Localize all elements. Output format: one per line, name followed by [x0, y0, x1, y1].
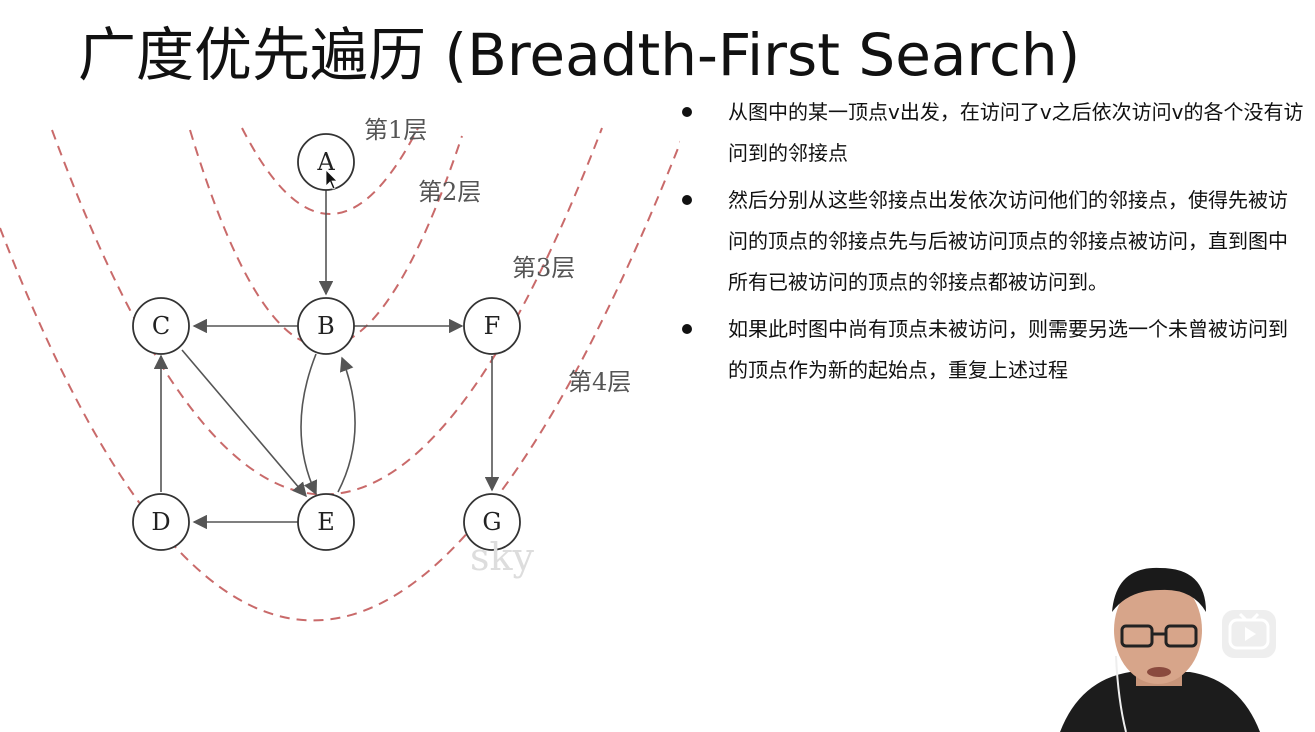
layer-label-4: 第4层 — [568, 368, 631, 396]
node-E: E — [297, 493, 355, 551]
layer-4-boundary — [0, 140, 680, 622]
edge-B-E — [300, 353, 318, 496]
edge-E-B — [337, 356, 356, 493]
node-C: C — [132, 297, 190, 355]
node-A: A — [297, 133, 355, 191]
bullet-item: 如果此时图中尚有顶点未被访问，则需要另选一个未曾被访问到的顶点作为新的起始点，重… — [676, 309, 1306, 391]
node-G: G — [463, 493, 521, 551]
svg-text:G: G — [482, 508, 501, 536]
layer-label-1: 第1层 — [364, 116, 427, 144]
bullet-list: 从图中的某一顶点v出发，在访问了v之后依次访问v的各个没有访问到的邻接点 然后分… — [676, 92, 1306, 397]
svg-text:A: A — [316, 148, 335, 176]
mouse-cursor-icon — [325, 169, 338, 190]
layer-label-3: 第3层 — [512, 254, 575, 282]
node-B: B — [297, 297, 355, 355]
node-F: F — [463, 297, 521, 355]
slide-title: 广度优先遍历 (Breadth-First Search) — [78, 21, 1081, 89]
layer-1-boundary — [241, 127, 419, 215]
bullet-dot-icon — [682, 324, 692, 334]
watermark-text: sky — [470, 535, 535, 579]
svg-text:E: E — [317, 508, 335, 536]
svg-text:C: C — [152, 312, 170, 340]
edge-C-E — [181, 349, 307, 498]
bullet-dot-icon — [682, 107, 692, 117]
bullet-dot-icon — [682, 195, 692, 205]
layer-2-boundary — [189, 129, 463, 348]
svg-text:F: F — [484, 312, 501, 340]
bfs-graph-diagram: A B C D E F G 第1层 第2层 第3层 第4层 sky — [0, 116, 680, 622]
layer-label-2: 第2层 — [418, 178, 481, 206]
svg-text:D: D — [151, 508, 170, 536]
svg-text:B: B — [317, 312, 335, 340]
play-tv-icon — [1222, 610, 1276, 658]
bullet-item: 从图中的某一顶点v出发，在访问了v之后依次访问v的各个没有访问到的邻接点 — [676, 92, 1306, 174]
bullet-item: 然后分别从这些邻接点出发依次访问他们的邻接点，使得先被访问的顶点的邻接点先与后被… — [676, 180, 1306, 303]
node-D: D — [132, 493, 190, 551]
